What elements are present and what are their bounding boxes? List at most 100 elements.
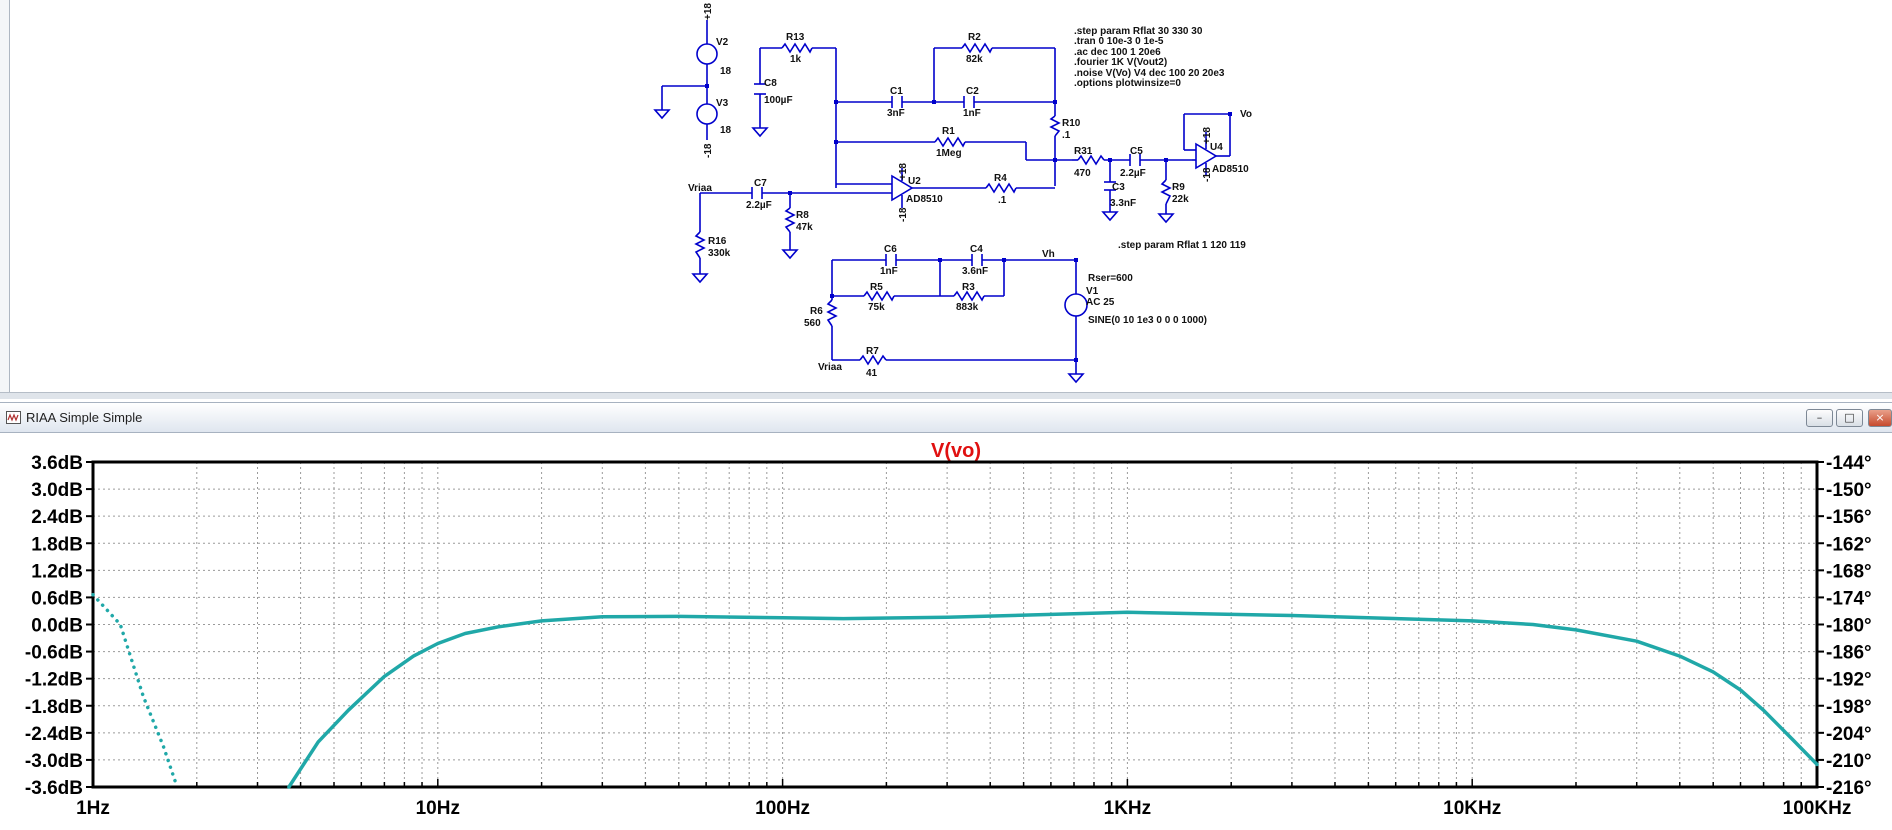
directive-3: .fourier 1K V(Vout2) [1074, 57, 1167, 68]
r5-value: 75k [868, 302, 885, 313]
v2-value: 18 [720, 66, 732, 77]
r6-name: R6 [810, 306, 823, 317]
r10-value: .1 [1062, 130, 1071, 141]
plot-series [91, 592, 1819, 789]
c1-name: C1 [890, 86, 903, 97]
schematic-left-edge [0, 0, 10, 392]
y2-tick-label: -192° [1826, 670, 1872, 691]
u4-model: AD8510 [1212, 164, 1249, 175]
x-tick-label: 10Hz [416, 798, 460, 819]
y2-tick-label: -162° [1826, 534, 1872, 555]
r31-name: R31 [1074, 146, 1093, 157]
r10-name: R10 [1062, 118, 1081, 129]
c2-value: 1nF [963, 108, 981, 119]
y2-tick-label: -144° [1826, 453, 1872, 474]
r9-value: 22k [1172, 194, 1189, 205]
c6-name: C6 [884, 244, 897, 255]
v2-name: V2 [716, 37, 729, 48]
plot-grid [93, 462, 1817, 787]
y-tick-label: -3.0dB [25, 751, 83, 772]
maximize-button[interactable]: □ [1836, 409, 1863, 427]
r1-name: R1 [942, 126, 955, 137]
r6-value: 560 [804, 318, 821, 329]
u4-vplus: +18 [1202, 127, 1213, 144]
r7-value: 41 [866, 368, 878, 379]
y2-tick-label: -204° [1826, 724, 1872, 745]
net-vo: Vo [1240, 109, 1252, 120]
pane-splitter[interactable] [0, 392, 1892, 399]
y-tick-label: -0.6dB [25, 643, 83, 664]
c7-name: C7 [754, 178, 767, 189]
junctions [705, 84, 1232, 362]
y2-tick-label: -186° [1826, 643, 1872, 664]
y-tick-label: 1.2dB [31, 561, 83, 582]
r8-value: 47k [796, 222, 813, 233]
v2-rail: +18 [703, 3, 714, 20]
y-tick-label: -2.4dB [25, 724, 83, 745]
r4-value: .1 [998, 195, 1007, 206]
v3-rail: -18 [703, 143, 714, 158]
y2-tick-label: -174° [1826, 588, 1872, 609]
y2-tick-label: -216° [1826, 778, 1872, 799]
close-button[interactable]: × [1868, 409, 1892, 427]
u4-vminus: -18 [1202, 167, 1213, 182]
magnitude-trace [287, 610, 1819, 789]
y-tick-label: -3.6dB [25, 778, 83, 799]
directive-1: .tran 0 10e-3 0 1e-5 [1074, 36, 1164, 47]
r8-name: R8 [796, 210, 809, 221]
y-tick-label: 3.6dB [31, 453, 83, 474]
u2-vminus: -18 [898, 207, 909, 222]
y-tick-label: 1.8dB [31, 534, 83, 555]
net-vriaa-out: Vriaa [818, 362, 842, 373]
r2-name: R2 [968, 32, 981, 43]
directive-2: .ac dec 100 1 20e6 [1074, 47, 1161, 58]
c5-name: C5 [1130, 146, 1143, 157]
y2-tick-label: -156° [1826, 507, 1872, 528]
y2-tick-label: -168° [1826, 561, 1872, 582]
c6-value: 1nF [880, 266, 898, 277]
r2-value: 82k [966, 54, 983, 65]
y2-tick-label: -198° [1826, 697, 1872, 718]
source-name: V1 [1086, 286, 1099, 297]
y-tick-label: 2.4dB [31, 507, 83, 528]
r9-name: R9 [1172, 182, 1185, 193]
r13-name: R13 [786, 32, 805, 43]
minimize-button[interactable]: – [1806, 409, 1833, 427]
r16-name: R16 [708, 236, 727, 247]
c8-value: 100µF [764, 95, 793, 106]
x-tick-label: 10KHz [1443, 798, 1501, 819]
c3-name: C3 [1112, 182, 1125, 193]
c3-value: 3.3nF [1110, 198, 1136, 209]
schematic-editor[interactable]: .step param Rflat 30 330 30 .tran 0 10e-… [0, 0, 1892, 396]
schematic-canvas[interactable]: .step param Rflat 30 330 30 .tran 0 10e-… [0, 0, 1892, 392]
net-vh: Vh [1042, 249, 1055, 260]
directive-step2: .step param Rflat 1 120 119 [1118, 240, 1246, 251]
c8-name: C8 [764, 78, 777, 89]
x-tick-label: 100KHz [1783, 798, 1852, 819]
u2-name: U2 [908, 176, 921, 187]
r31-value: 470 [1074, 168, 1091, 179]
window-titlebar[interactable]: RIAA Simple Simple – □ × [0, 402, 1892, 433]
x-tick-label: 100Hz [755, 798, 810, 819]
bode-plot[interactable]: V(vo) 3.6dB3.0dB2.4dB1.8dB1.2dB0.6dB0.0d… [0, 433, 1892, 830]
y-tick-label: -1.8dB [25, 697, 83, 718]
u2-vplus: +18 [898, 163, 909, 180]
axis-ticks: 3.6dB3.0dB2.4dB1.8dB1.2dB0.6dB0.0dB-0.6d… [25, 453, 1872, 819]
u4-name: U4 [1210, 142, 1223, 153]
y-tick-label: -1.2dB [25, 670, 83, 691]
waveform-window-icon [6, 411, 21, 424]
y2-tick-label: -180° [1826, 616, 1872, 637]
schematic-labels: .step param Rflat 30 330 30 .tran 0 10e-… [688, 3, 1252, 379]
net-vriaa-in: Vriaa [688, 183, 712, 194]
c1-value: 3nF [887, 108, 905, 119]
r4-name: R4 [994, 173, 1007, 184]
r7-name: R7 [866, 346, 879, 357]
c5-value: 2.2µF [1120, 168, 1146, 179]
x-tick-label: 1Hz [76, 798, 110, 819]
r3-name: R3 [962, 282, 975, 293]
y2-tick-label: -150° [1826, 480, 1872, 501]
source-ac: AC 25 [1086, 297, 1115, 308]
y2-tick-label: -210° [1826, 751, 1872, 772]
x-tick-label: 1KHz [1104, 798, 1152, 819]
